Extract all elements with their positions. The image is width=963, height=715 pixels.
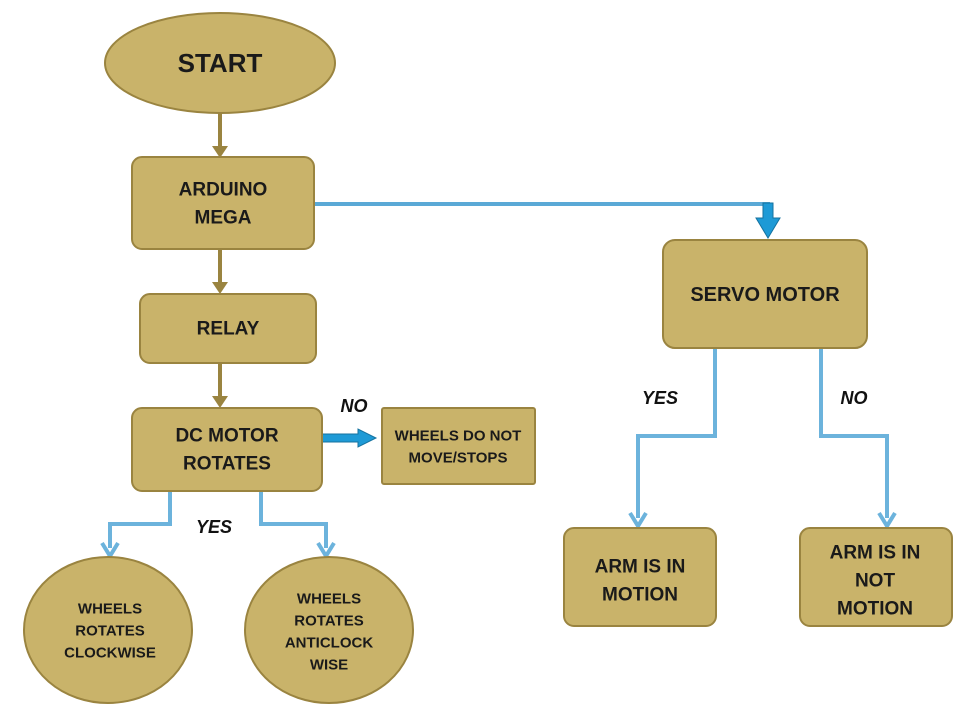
node-servo-motor-text: SERVO MOTOR — [690, 284, 840, 306]
arrow-dc-motor-to-anticlockwise — [259, 491, 336, 560]
node-arm-not-motion-text: ARM IS IN NOT MOTION — [830, 543, 921, 620]
node-text-line: WHEELS — [297, 590, 361, 607]
node-arm-motion: ARM IS IN MOTION — [563, 527, 717, 627]
node-text-line: DC MOTOR — [175, 426, 278, 447]
node-text-line: ARM IS IN — [830, 543, 921, 564]
node-text-line: ARDUINO — [179, 180, 268, 201]
node-dc-motor-text: DC MOTOR ROTATES — [175, 426, 278, 475]
arrow-arduino-to-relay — [212, 249, 228, 294]
node-wheels-anticlockwise: WHEELS ROTATES ANTICLOCK WISE — [244, 556, 414, 704]
node-text-line: ROTATES — [183, 454, 271, 475]
node-wheels-stop-text: WHEELS DO NOT MOVE/STOPS — [395, 427, 522, 466]
node-arduino-mega-text: ARDUINO MEGA — [179, 180, 268, 229]
edge-label-yes-servo: YES — [642, 388, 678, 408]
node-start-text: START — [178, 48, 263, 78]
node-wheels-clockwise: WHEELS ROTATES CLOCKWISE — [23, 556, 193, 704]
arrow-dc-motor-to-wheels-stop — [321, 428, 378, 448]
node-text-line: WISE — [310, 656, 348, 673]
node-text-line: START — [178, 48, 263, 78]
node-text-line: RELAY — [197, 319, 260, 340]
node-text-line: MEGA — [195, 208, 252, 229]
edge-label-no-servo: NO — [841, 388, 868, 408]
node-text-line: ANTICLOCK — [285, 634, 373, 651]
node-text-line: ROTATES — [75, 622, 144, 639]
node-text-line: MOTION — [602, 585, 678, 606]
node-text-line: WHEELS DO NOT — [395, 427, 522, 444]
node-text-line: SERVO MOTOR — [690, 284, 840, 306]
arrow-arduino-to-servo — [314, 202, 781, 239]
edge-label-no-dc: NO — [341, 396, 368, 416]
node-wheels-stop: WHEELS DO NOT MOVE/STOPS — [381, 407, 536, 485]
node-dc-motor: DC MOTOR ROTATES — [131, 407, 323, 492]
node-text-line: MOVE/STOPS — [409, 449, 508, 466]
node-servo-motor: SERVO MOTOR — [662, 239, 868, 349]
node-wheels-anticlockwise-text: WHEELS ROTATES ANTICLOCK WISE — [285, 590, 373, 673]
node-wheels-clockwise-text: WHEELS ROTATES CLOCKWISE — [64, 600, 156, 661]
node-text-line: ARM IS IN — [595, 557, 686, 578]
arrow-servo-to-arm-motion — [628, 348, 717, 530]
node-arm-motion-text: ARM IS IN MOTION — [595, 557, 686, 606]
node-text-line: CLOCKWISE — [64, 644, 156, 661]
node-start: START — [104, 12, 336, 114]
node-text-line: ROTATES — [294, 612, 363, 629]
arrow-relay-to-dc-motor — [212, 363, 228, 408]
node-arduino-mega: ARDUINO MEGA — [131, 156, 315, 250]
edges — [100, 113, 897, 560]
node-arm-not-motion: ARM IS IN NOT MOTION — [799, 527, 953, 627]
node-text-line: WHEELS — [78, 600, 142, 617]
arrow-start-to-arduino — [212, 113, 228, 158]
arrow-dc-motor-to-clockwise — [100, 491, 172, 560]
node-relay-text: RELAY — [197, 319, 260, 340]
arrow-servo-to-arm-not-motion — [819, 348, 897, 530]
node-text-line: NOT — [855, 571, 896, 592]
node-text-line: MOTION — [837, 599, 913, 620]
edge-label-yes-dc: YES — [196, 517, 232, 537]
node-relay: RELAY — [139, 293, 317, 364]
